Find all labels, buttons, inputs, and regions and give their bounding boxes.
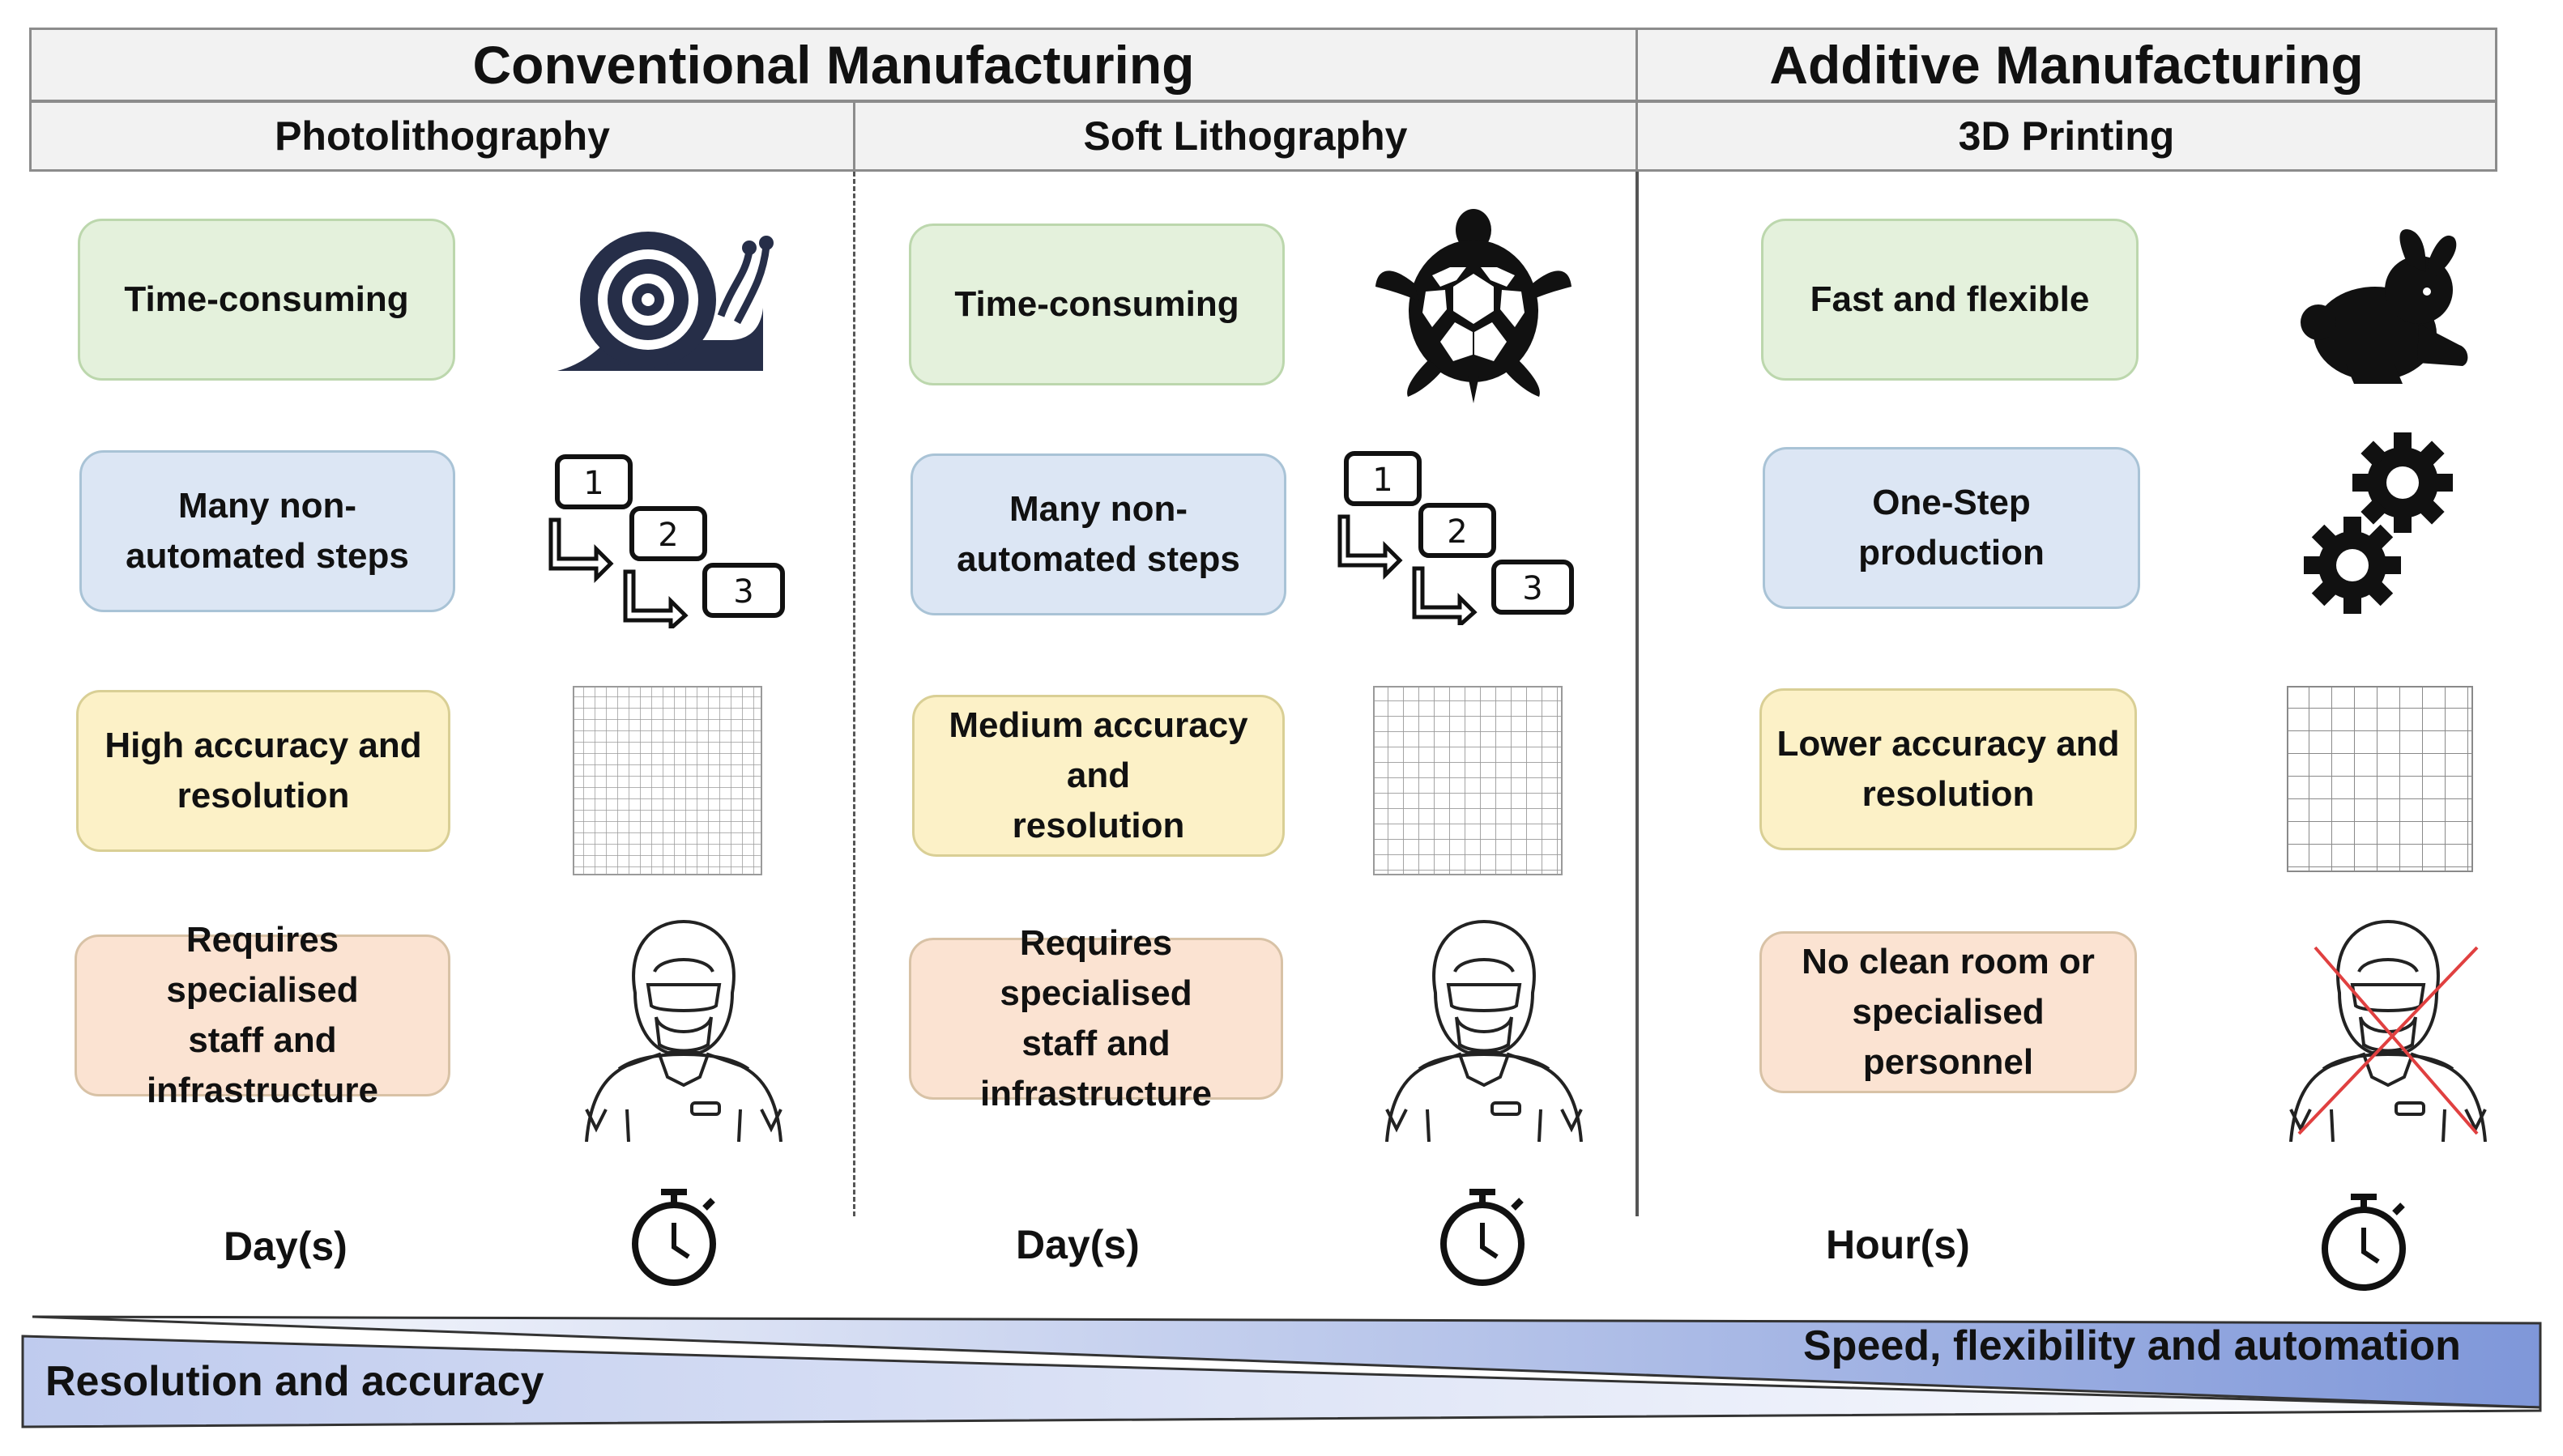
steps-box-soft-lithography: Many non- automated steps: [910, 453, 1286, 615]
speed-flexibility-label: Speed, flexibility and automation: [1803, 1322, 2461, 1369]
steps-box-photolithography: Many non- automated steps: [79, 450, 455, 612]
conventional-title: Conventional Manufacturing: [472, 35, 1195, 95]
stopwatch-icon: [2322, 1194, 2406, 1291]
time-label-3d-printing: Hour(s): [1826, 1222, 1970, 1267]
additive-title: Additive Manufacturing: [1769, 35, 2364, 95]
step-number-1: 1: [1372, 462, 1392, 499]
column-divider-dashed: [853, 172, 855, 1216]
gears-icon: [2304, 432, 2453, 614]
speed-wedge: [32, 1315, 2542, 1409]
photolithography-title: Photolithography: [275, 113, 610, 159]
3d-printing-header: 3D Printing: [1635, 100, 2497, 172]
medium-grid-icon: [1373, 686, 1563, 875]
time-label-photolithography: Day(s): [224, 1224, 348, 1269]
tradeoff-arrows: [21, 1315, 2542, 1428]
step-number-3: 3: [733, 573, 753, 611]
crossed-worker-icon: [2289, 919, 2487, 1142]
soft-lithography-title: Soft Lithography: [1083, 113, 1408, 159]
resolution-accuracy-label: Resolution and accuracy: [45, 1358, 544, 1405]
cleanroom-worker-icon: [585, 919, 783, 1142]
speed-box-soft-lithography: Time-consuming: [909, 224, 1285, 385]
speed-box-photolithography: Time-consuming: [78, 219, 455, 381]
step-number-2: 2: [658, 517, 678, 554]
coarse-grid-icon: [2287, 686, 2473, 872]
staff-box-photolithography: Requires specialised staff and infrastru…: [75, 920, 450, 1110]
accuracy-box-3d-printing: Lower accuracy and resolution: [1759, 688, 2137, 850]
rabbit-icon: [2301, 229, 2468, 384]
accuracy-box-photolithography: High accuracy and resolution: [76, 690, 450, 852]
soft-lithography-header: Soft Lithography: [853, 100, 1638, 172]
column-divider-solid: [1635, 172, 1639, 1216]
stopwatch-icon: [1440, 1189, 1525, 1286]
step-number-2: 2: [1447, 513, 1467, 551]
resolution-wedge: [21, 1335, 2542, 1428]
additive-header: Additive Manufacturing: [1635, 28, 2497, 102]
cleanroom-worker-icon: [1385, 919, 1583, 1142]
step-number-3: 3: [1522, 570, 1542, 607]
stopwatch-icon: [632, 1189, 716, 1286]
snail-icon: [557, 232, 774, 371]
steps-icon: 1 2 3: [1337, 451, 1574, 625]
step-number-1: 1: [583, 465, 603, 502]
staff-box-soft-lithography: Requires specialised staff and infrastru…: [909, 923, 1283, 1113]
photolithography-header: Photolithography: [29, 100, 855, 172]
steps-icon: 1 2 3: [548, 454, 785, 628]
steps-box-3d-printing: One-Step production: [1763, 447, 2140, 609]
conventional-header: Conventional Manufacturing: [29, 28, 1638, 102]
turtle-icon: [1375, 209, 1571, 403]
3d-printing-title: 3D Printing: [1958, 113, 2175, 159]
staff-box-3d-printing: No clean room or specialised personnel: [1759, 931, 2137, 1093]
accuracy-box-soft-lithography: Medium accuracy and resolution: [912, 695, 1285, 857]
time-label-soft-lithography: Day(s): [1016, 1222, 1140, 1267]
speed-box-3d-printing: Fast and flexible: [1761, 219, 2139, 381]
fine-grid-icon: [573, 686, 762, 875]
